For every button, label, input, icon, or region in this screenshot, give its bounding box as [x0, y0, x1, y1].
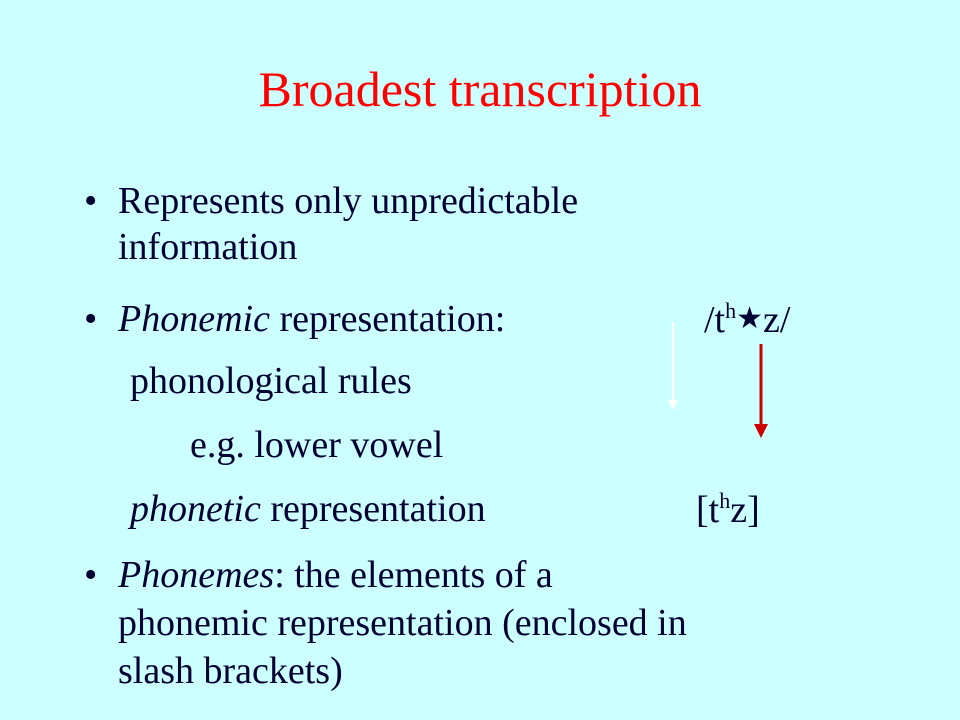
bullet-1-line-1: Represents only unpredictable	[118, 180, 579, 222]
phonemes-term: Phonemes	[118, 554, 275, 596]
white-arrow-icon	[668, 322, 678, 410]
vowel-star-icon: ★	[736, 302, 764, 335]
phonetic-line: phonetic representation	[130, 490, 486, 528]
aspiration-mark: h	[719, 488, 731, 513]
rules-label: phonological rules	[130, 360, 412, 402]
example-label: e.g. lower vowel	[190, 424, 444, 466]
bullet-marker: •	[84, 180, 98, 222]
red-arrow-icon	[754, 344, 768, 438]
bullet-3-line-2: phonemic representation (enclosed in	[118, 602, 687, 644]
bullet-2-text: Phonemic representation:	[118, 300, 505, 338]
phonetic-form: [thz]	[696, 488, 760, 531]
aspiration-mark: h	[725, 298, 737, 323]
bullet-3-line-1: Phonemes: the elements of a	[118, 556, 553, 594]
phonemes-definition: : the elements of a	[274, 554, 553, 596]
bullet-3-line-3: slash brackets)	[118, 650, 343, 692]
phonemic-close: z/	[763, 299, 791, 341]
representation-label: representation:	[269, 298, 506, 340]
bullet-marker: •	[84, 554, 98, 596]
phonemic-form: /th★z/	[704, 298, 791, 341]
phonetic-close: z]	[730, 489, 760, 531]
phonemic-open: /t	[704, 299, 726, 341]
phonetic-open: [t	[696, 489, 720, 531]
phonetic-representation-label: representation	[260, 488, 486, 530]
slide-title: Broadest transcription	[258, 61, 702, 117]
bullet-1-line-2: information	[118, 226, 298, 268]
phonetic-term: phonetic	[130, 488, 261, 530]
phonemic-term: Phonemic	[118, 298, 270, 340]
bullet-marker: •	[84, 298, 98, 340]
